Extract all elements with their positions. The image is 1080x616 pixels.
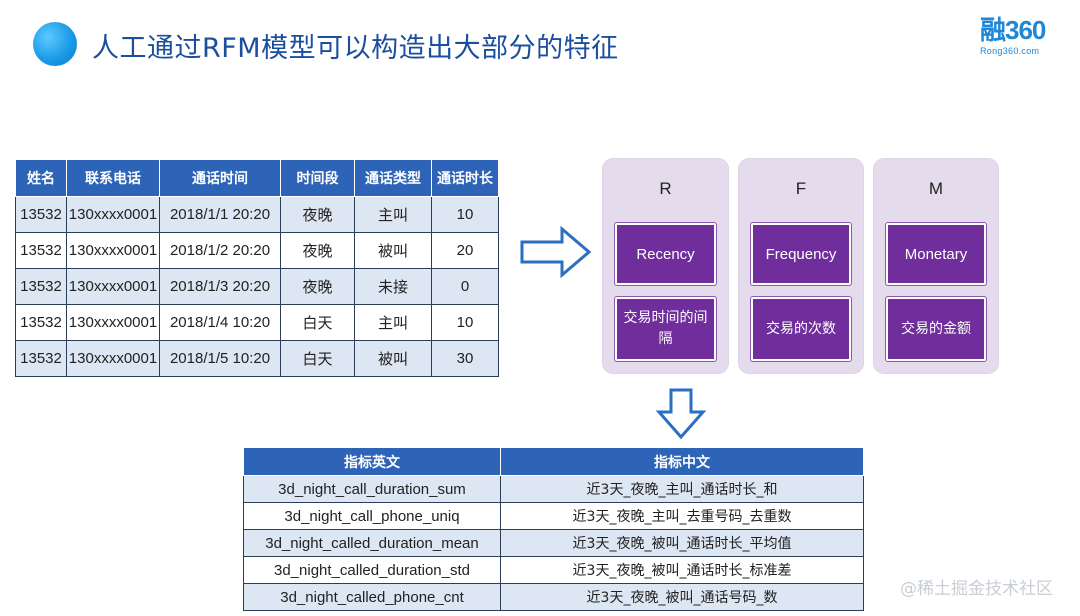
rfm-letter: R — [659, 179, 672, 198]
cell: 130xxxx0001 — [66, 232, 160, 269]
table-row: 13532 130xxxx0001 2018/1/3 20:20 夜晚 未接 0 — [15, 268, 499, 305]
cell: 3d_night_called_duration_std — [243, 556, 501, 584]
right-arrow-icon — [520, 226, 592, 278]
cell: 近3天_夜晚_被叫_通话时长_平均值 — [500, 529, 864, 557]
cell: 近3天_夜晚_主叫_去重号码_去重数 — [500, 502, 864, 530]
rfm-chinese-box: 交易的金额 — [886, 297, 986, 361]
rfm-panel-m: M Monetary 交易的金额 — [874, 159, 998, 373]
call-records-table: 姓名 联系电话 通话时间 时间段 通话类型 通话时长 13532 130xxxx… — [15, 159, 499, 377]
down-arrow-icon — [656, 388, 706, 440]
rfm-chinese-box: 交易时间的间隔 — [615, 297, 716, 361]
cell: 13532 — [15, 340, 67, 377]
cell: 10 — [431, 304, 499, 341]
rfm-panel-f: F Frequency 交易的次数 — [739, 159, 863, 373]
header-phone: 联系电话 — [66, 159, 160, 197]
cell: 近3天_夜晚_主叫_通话时长_和 — [500, 475, 864, 503]
cell: 13532 — [15, 268, 67, 305]
table-row: 13532 130xxxx0001 2018/1/4 10:20 白天 主叫 1… — [15, 304, 499, 341]
slide-title: 人工通过RFM模型可以构造出大部分的特征 — [92, 33, 619, 64]
cell: 2018/1/2 20:20 — [159, 232, 281, 269]
rfm-panel-r: R Recency 交易时间的间隔 — [603, 159, 728, 373]
header-period: 时间段 — [280, 159, 355, 197]
cell: 夜晚 — [280, 232, 355, 269]
table-row: 3d_night_called_duration_std 近3天_夜晚_被叫_通… — [243, 556, 864, 584]
table-row: 3d_night_called_duration_mean 近3天_夜晚_被叫_… — [243, 529, 864, 557]
rfm-english-box: Recency — [615, 223, 716, 285]
title-bullet — [33, 22, 77, 66]
table-row: 3d_night_called_phone_cnt 近3天_夜晚_被叫_通话号码… — [243, 583, 864, 611]
cell: 3d_night_called_phone_cnt — [243, 583, 501, 611]
cell: 夜晚 — [280, 268, 355, 305]
cell: 3d_night_call_phone_uniq — [243, 502, 501, 530]
logo-subtext: Rong360.com — [980, 46, 1040, 56]
table-row: 13532 130xxxx0001 2018/1/2 20:20 夜晚 被叫 2… — [15, 232, 499, 269]
cell: 13532 — [15, 304, 67, 341]
cell: 近3天_夜晚_被叫_通话号码_数 — [500, 583, 864, 611]
cell: 2018/1/5 10:20 — [159, 340, 281, 377]
cell: 夜晚 — [280, 196, 355, 233]
table-row: 13532 130xxxx0001 2018/1/1 20:20 夜晚 主叫 1… — [15, 196, 499, 233]
cell: 被叫 — [354, 232, 432, 269]
watermark: @稀土掘金技术社区 — [900, 579, 1053, 599]
cell: 2018/1/3 20:20 — [159, 268, 281, 305]
call-table-header: 姓名 联系电话 通话时间 时间段 通话类型 通话时长 — [15, 159, 499, 197]
table-row: 13532 130xxxx0001 2018/1/5 10:20 白天 被叫 3… — [15, 340, 499, 377]
header-call-type: 通话类型 — [354, 159, 432, 197]
header-feature-cn: 指标中文 — [500, 447, 864, 476]
cell: 20 — [431, 232, 499, 269]
feature-table: 指标英文 指标中文 3d_night_call_duration_sum 近3天… — [243, 447, 864, 611]
cell: 未接 — [354, 268, 432, 305]
cell: 白天 — [280, 340, 355, 377]
header-call-time: 通话时间 — [159, 159, 281, 197]
cell: 主叫 — [354, 196, 432, 233]
cell: 130xxxx0001 — [66, 268, 160, 305]
cell: 主叫 — [354, 304, 432, 341]
cell: 3d_night_call_duration_sum — [243, 475, 501, 503]
header-feature-en: 指标英文 — [243, 447, 501, 476]
rong360-logo: 融360 Rong360.com — [980, 16, 1062, 64]
cell: 30 — [431, 340, 499, 377]
cell: 3d_night_called_duration_mean — [243, 529, 501, 557]
rfm-chinese-box: 交易的次数 — [751, 297, 851, 361]
cell: 130xxxx0001 — [66, 304, 160, 341]
rfm-letter: F — [795, 179, 807, 198]
feature-table-header: 指标英文 指标中文 — [243, 447, 864, 476]
cell: 10 — [431, 196, 499, 233]
cell: 130xxxx0001 — [66, 340, 160, 377]
rfm-english-box: Monetary — [886, 223, 986, 285]
logo-text: 融360 — [980, 15, 1046, 45]
cell: 2018/1/4 10:20 — [159, 304, 281, 341]
header-name: 姓名 — [15, 159, 67, 197]
table-row: 3d_night_call_phone_uniq 近3天_夜晚_主叫_去重号码_… — [243, 502, 864, 530]
cell: 近3天_夜晚_被叫_通话时长_标准差 — [500, 556, 864, 584]
cell: 0 — [431, 268, 499, 305]
cell: 130xxxx0001 — [66, 196, 160, 233]
rfm-letter: M — [928, 179, 944, 198]
cell: 2018/1/1 20:20 — [159, 196, 281, 233]
cell: 13532 — [15, 196, 67, 233]
cell: 白天 — [280, 304, 355, 341]
cell: 13532 — [15, 232, 67, 269]
cell: 被叫 — [354, 340, 432, 377]
table-row: 3d_night_call_duration_sum 近3天_夜晚_主叫_通话时… — [243, 475, 864, 503]
header-duration: 通话时长 — [431, 159, 499, 197]
rfm-english-box: Frequency — [751, 223, 851, 285]
